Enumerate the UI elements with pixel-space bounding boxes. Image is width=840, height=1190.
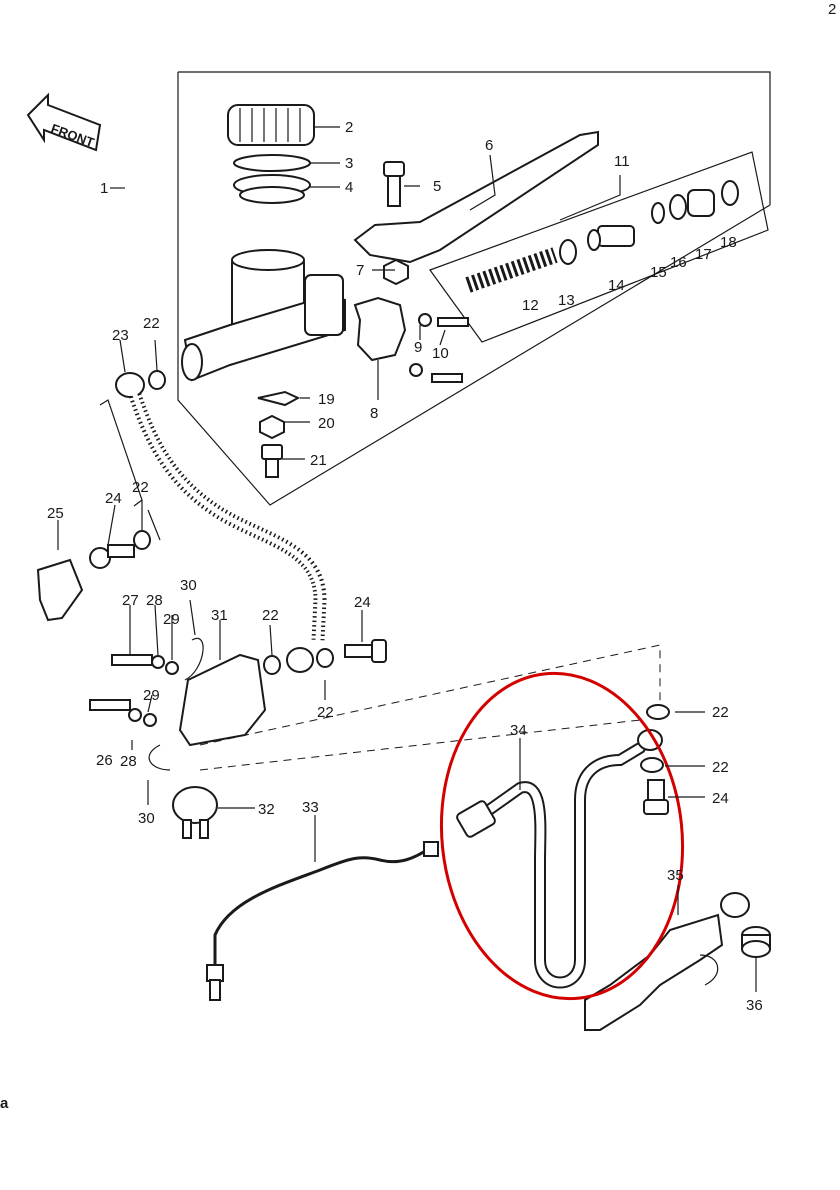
leader-lines (57, 126, 757, 992)
callout-2: 2 (345, 119, 353, 136)
front-arrow: FRONT (26, 92, 102, 152)
callout-4: 4 (345, 179, 353, 196)
upper-clutch-hose (115, 372, 327, 673)
callout-22-d: 22 (317, 704, 334, 721)
callout-30-b: 30 (138, 810, 155, 827)
callout-14: 14 (608, 277, 625, 294)
dust-cap (36, 558, 84, 622)
callout-7: 7 (356, 262, 364, 279)
callout-22-b: 22 (132, 479, 149, 496)
callout-22-c: 22 (262, 607, 279, 624)
clamp-washers-and-bolts (409, 313, 469, 383)
callout-17: 17 (695, 246, 712, 263)
callout-13: 13 (558, 292, 575, 309)
callout-33: 33 (302, 799, 319, 816)
clutch-pipe (206, 841, 439, 1001)
banjo-washers-upper (133, 370, 334, 675)
callout-18: 18 (720, 234, 737, 251)
callout-25: 25 (47, 505, 64, 522)
grommet (741, 926, 771, 958)
callout-12: 12 (522, 297, 539, 314)
callout-5: 5 (433, 178, 441, 195)
guide-line-2 (199, 719, 641, 771)
callout-31: 31 (211, 607, 228, 624)
callout-15: 15 (650, 264, 667, 281)
diaphragm (233, 174, 311, 204)
banjo-washers-lower (640, 704, 670, 773)
callout-23: 23 (112, 327, 129, 344)
callout-19: 19 (318, 391, 335, 408)
master-cylinder-group-outline (177, 71, 771, 506)
callout-20: 20 (318, 415, 335, 432)
hose-bracket-line (99, 399, 161, 541)
callout-29-a: 29 (163, 611, 180, 628)
hose-bracket (584, 892, 750, 1031)
callout-32: 32 (258, 801, 275, 818)
callout-8: 8 (370, 405, 378, 422)
handlebar-clamp (353, 296, 407, 362)
banjo-bolt-upper (89, 544, 135, 569)
callout-6: 6 (485, 137, 493, 154)
left-edge-mark: a (0, 1095, 9, 1112)
lever-nut (383, 258, 409, 286)
lever-pivot-bolt (383, 161, 405, 207)
clutch-switch (172, 786, 218, 839)
switch-mount-parts (257, 390, 301, 478)
piston-kit-parts (465, 180, 739, 293)
callout-27: 27 (122, 592, 139, 609)
callout-28-b: 28 (120, 753, 137, 770)
callout-24-b: 24 (354, 594, 371, 611)
callout-30-a: 30 (180, 577, 197, 594)
callout-3: 3 (345, 155, 353, 172)
callout-34: 34 (510, 722, 527, 739)
lower-clutch-hose (456, 729, 663, 989)
callout-22-a: 22 (143, 315, 160, 332)
reservoir-cap (227, 104, 315, 146)
callout-22-f: 22 (712, 759, 729, 776)
callout-16: 16 (670, 254, 687, 271)
callout-11: 11 (614, 153, 630, 170)
callout-21: 21 (310, 452, 327, 469)
banjo-bolt-middle (344, 639, 387, 663)
callout-10: 10 (432, 345, 449, 362)
corner-mark: 2 (828, 1, 836, 18)
callout-labels: 1 2 3 4 5 6 7 8 9 10 11 12 13 14 15 16 1… (47, 119, 763, 1014)
callout-28-a: 28 (146, 592, 163, 609)
callout-22-e: 22 (712, 704, 729, 721)
callout-1: 1 (100, 180, 108, 197)
callout-24-c: 24 (712, 790, 729, 807)
callout-9: 9 (414, 339, 422, 356)
guide-line-1 (199, 644, 661, 746)
callout-35: 35 (667, 867, 684, 884)
slave-side-fittings (89, 637, 267, 771)
diaphragm-plate (233, 154, 311, 172)
clutch-lever (353, 130, 599, 264)
callout-29-b: 29 (143, 687, 160, 704)
callout-36: 36 (746, 997, 763, 1014)
callout-26: 26 (96, 752, 113, 769)
master-cylinder-body (181, 249, 346, 382)
banjo-bolt-lower (643, 779, 669, 815)
callout-24-a: 24 (105, 490, 122, 507)
highlight-circle (439, 671, 685, 1001)
